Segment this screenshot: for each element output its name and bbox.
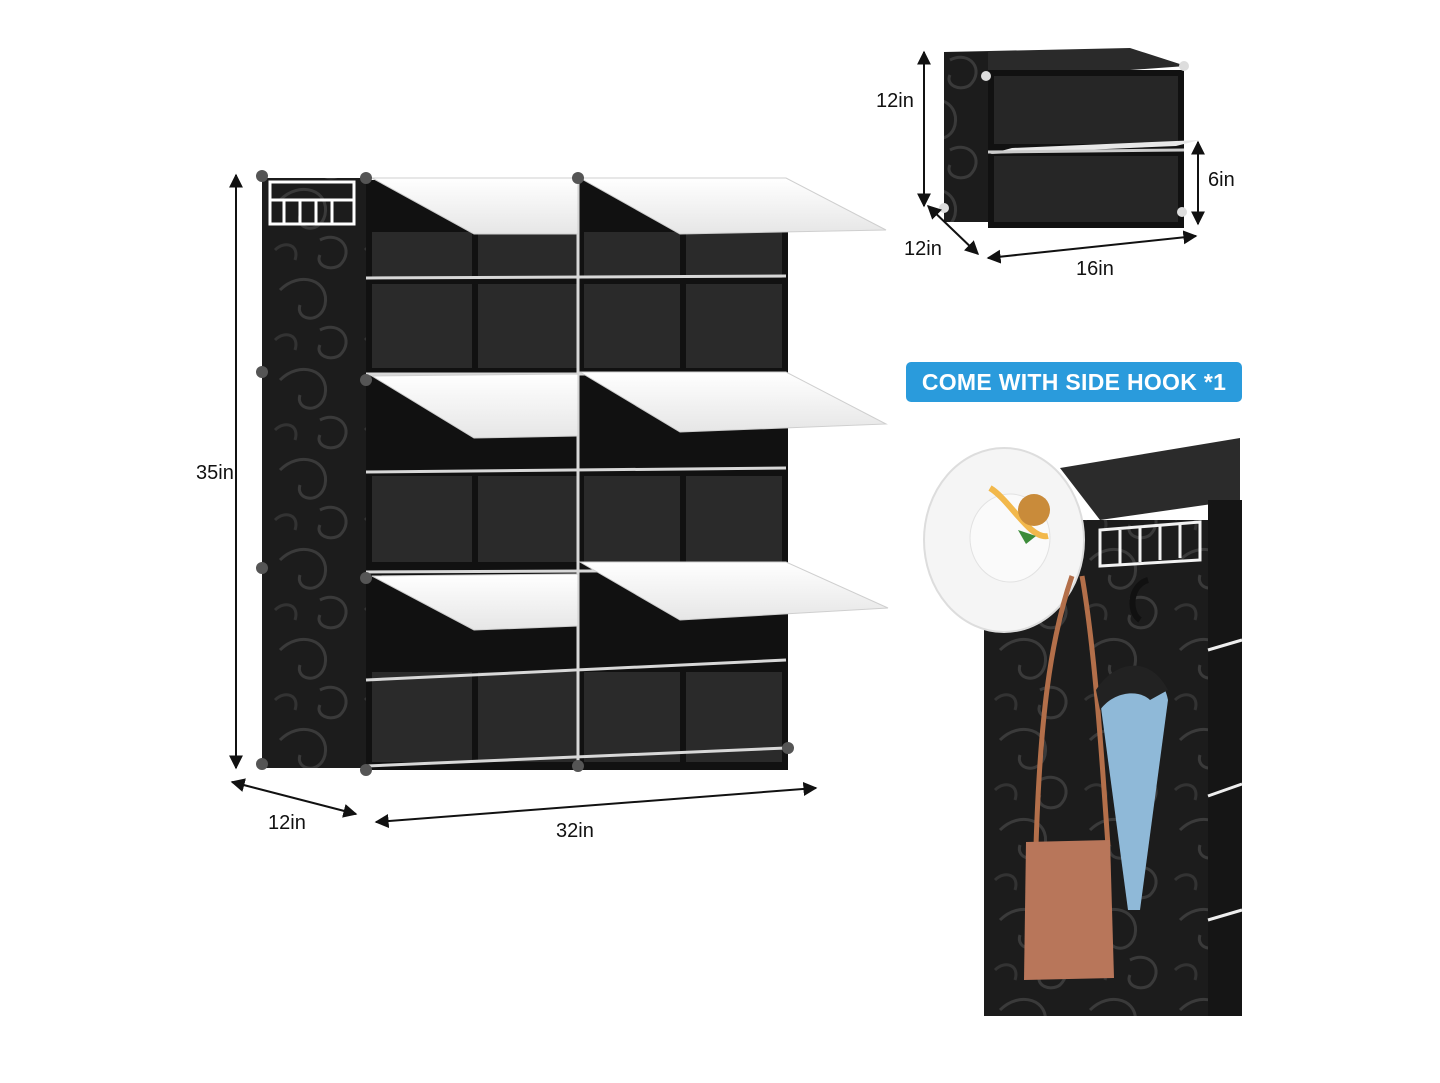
depth-label: 12in xyxy=(268,812,306,834)
side-hook-badge: COME WITH SIDE HOOK *1 xyxy=(906,362,1242,402)
cube-height-label: 12in xyxy=(876,90,914,112)
shoe-cabinet-main xyxy=(229,170,889,829)
side-hook-photo xyxy=(923,438,1243,1016)
side-hook-rack xyxy=(268,180,356,226)
cube-shelf-height-label: 6in xyxy=(1208,169,1235,191)
cube-width-label: 16in xyxy=(1076,258,1114,280)
cube-depth-label: 12in xyxy=(904,238,942,260)
single-cube xyxy=(917,48,1205,264)
hat xyxy=(923,447,1085,633)
cabinet-doors xyxy=(370,177,889,631)
height-label: 35in xyxy=(196,462,234,484)
umbrella xyxy=(1096,577,1168,910)
width-label: 32in xyxy=(556,820,594,842)
cabinet-side-panel xyxy=(262,178,366,768)
crossbody-bag xyxy=(1024,575,1114,980)
